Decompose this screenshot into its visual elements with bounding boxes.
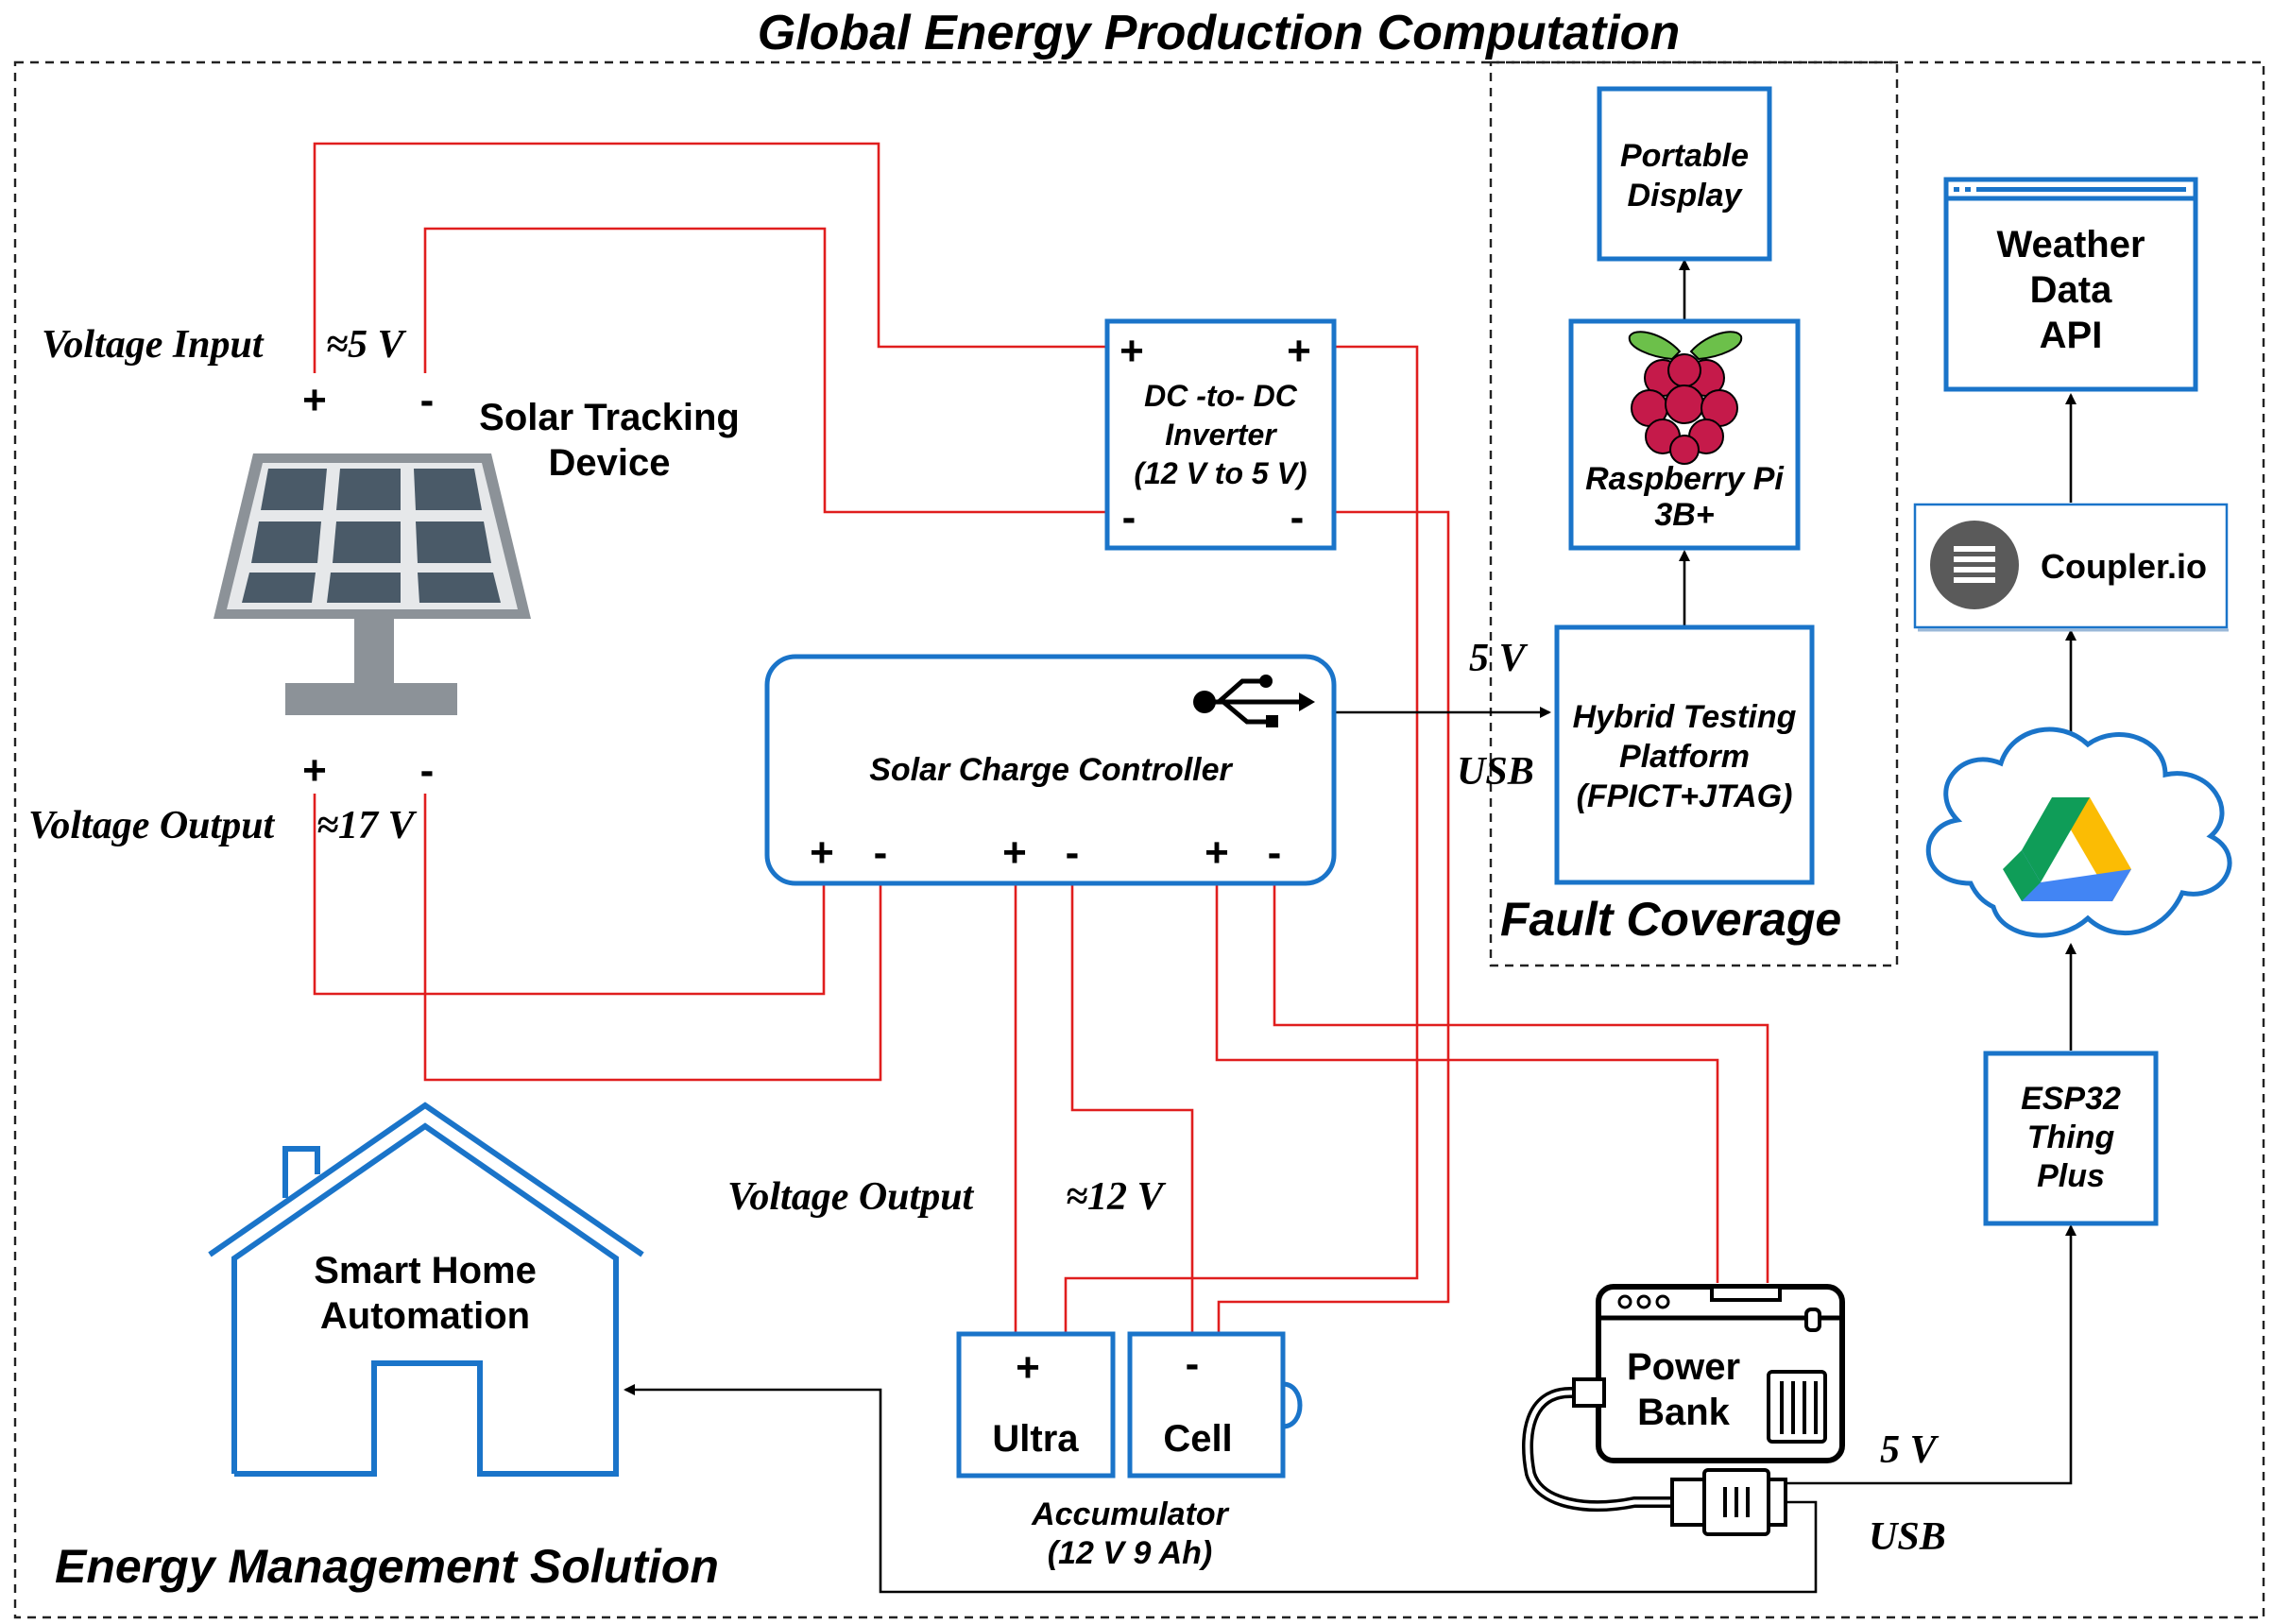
accumulator-output-label: Voltage Output (727, 1175, 975, 1219)
testing-platform-label-1: Hybrid Testing (1573, 699, 1797, 735)
panel-output-plus: + (302, 747, 327, 794)
coupler-io-label: Coupler.io (2041, 547, 2207, 586)
energy-management-region (13, 60, 2265, 1619)
dc-dc-inverter (1104, 318, 1337, 551)
smart-home-label-2: Automation (320, 1295, 530, 1337)
inverter-in-minus: - (1122, 494, 1136, 540)
panel-input-minus: - (420, 377, 435, 423)
controller-panel-plus: + (810, 829, 834, 876)
esp32-label-1: ESP32 (2021, 1081, 2121, 1117)
accumulator-cell-right: Cell (1163, 1418, 1232, 1460)
esp32-thing-plus (1983, 1051, 2159, 1226)
portable-display (1597, 86, 1772, 262)
esp32-label-2: Thing (2027, 1120, 2115, 1155)
inverter-label-2: Inverter (1165, 418, 1277, 452)
testing-platform-label-3: (FPICT+JTAG) (1577, 778, 1793, 814)
weather-api-label-1: Weather (1996, 224, 2145, 265)
power-bank-icon (1522, 1284, 1845, 1536)
inverter-in-plus: + (1119, 328, 1144, 374)
accumulator-plus: + (1016, 1344, 1040, 1391)
accumulator-label-2: (12 V 9 Ah) (1048, 1535, 1212, 1571)
hybrid-testing-platform (1554, 624, 1815, 885)
battery-icon (956, 1331, 1303, 1479)
accumulator-output-value: ≈12 V (1066, 1175, 1167, 1219)
voltage-output-label: Voltage Output (28, 804, 276, 847)
power-bank-usb-label: USB (1869, 1515, 1946, 1559)
controller-load-minus: - (1268, 829, 1282, 876)
portable-display-label-2: Display (1628, 178, 1744, 214)
panel-input-plus: + (302, 377, 327, 423)
signal-arrows (624, 259, 2076, 1594)
energy-management-label: Energy Management Solution (55, 1540, 719, 1593)
usb-icon (1193, 675, 1315, 727)
controller-battery-plus: + (1002, 829, 1027, 876)
accumulator-label-1: Accumulator (1031, 1496, 1230, 1532)
inverter-label-3: (12 V to 5 V) (1134, 456, 1307, 490)
power-bank-usb-voltage: 5 V (1880, 1428, 1940, 1472)
portable-display-label-1: Portable (1620, 138, 1749, 174)
accumulator-cell-left: Ultra (992, 1418, 1079, 1460)
google-drive-icon (2003, 797, 2131, 901)
raspberry-pi-logo (1628, 331, 1743, 465)
raspberry-pi-label-1: Raspberry Pi (1585, 461, 1785, 497)
fault-coverage-region (1489, 60, 1899, 967)
diagram-title: Global Energy Production Computation (758, 6, 1680, 60)
panel-output-minus: - (420, 747, 435, 794)
power-bank-label-2: Bank (1637, 1392, 1731, 1433)
usb-link-label: USB (1457, 750, 1534, 794)
weather-api-label-3: API (2040, 315, 2103, 356)
accumulator-minus: - (1186, 1341, 1200, 1387)
inverter-label-1: DC -to- DC (1144, 379, 1298, 413)
solar-tracking-label-1: Solar Tracking (479, 397, 740, 438)
browser-window-icon (1943, 177, 2198, 392)
testing-platform-label-2: Platform (1619, 739, 1750, 775)
power-bank-label-1: Power (1627, 1346, 1740, 1388)
solar-charge-controller (764, 654, 1337, 886)
controller-panel-minus: - (874, 829, 888, 876)
inverter-out-plus: + (1287, 328, 1311, 374)
solar-tracking-label-2: Device (549, 442, 671, 484)
controller-load-plus: + (1205, 829, 1229, 876)
charge-controller-label: Solar Charge Controller (869, 752, 1233, 788)
usb-link-voltage: 5 V (1469, 637, 1529, 680)
voltage-input-value: ≈5 V (326, 323, 407, 367)
controller-battery-minus: - (1066, 829, 1080, 876)
smart-home-label-1: Smart Home (314, 1250, 537, 1291)
wiring (313, 142, 1769, 1332)
raspberry-pi-label-2: 3B+ (1654, 497, 1714, 533)
solar-panel-icon (214, 453, 531, 715)
esp32-label-3: Plus (2037, 1158, 2105, 1194)
database-icon (1930, 521, 2019, 609)
house-icon (208, 1102, 644, 1477)
inverter-out-minus: - (1290, 494, 1305, 540)
voltage-output-value: ≈17 V (316, 804, 418, 847)
voltage-input-label: Voltage Input (42, 323, 265, 367)
weather-api-label-2: Data (2030, 269, 2112, 311)
fault-coverage-label: Fault Coverage (1500, 893, 1841, 946)
